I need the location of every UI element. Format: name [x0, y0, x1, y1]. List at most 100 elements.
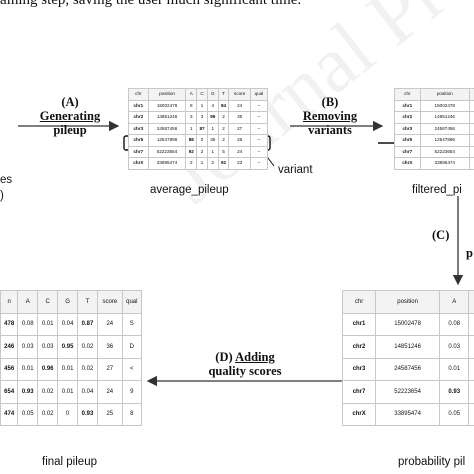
- step-b-line1: Removing: [302, 109, 358, 123]
- column-header: G: [57, 290, 79, 314]
- table-cell: 24: [96, 312, 123, 336]
- table-cell: 0.93: [77, 402, 98, 426]
- table-cell: chr5: [394, 134, 421, 147]
- table-cell: 0.03: [17, 335, 39, 359]
- table-cell: 0.96: [468, 357, 474, 381]
- table-cell: chrX: [128, 157, 149, 170]
- table-cell: 5: [217, 145, 230, 158]
- step-a-line2: pileup: [53, 123, 87, 137]
- table-cell: 24587456: [147, 122, 187, 135]
- table-cell: 1: [206, 122, 219, 135]
- table-cell: 0.87: [77, 312, 98, 336]
- column-header: qual: [249, 88, 269, 101]
- table-cell: 24: [228, 99, 251, 112]
- filtered-pileup-label: filtered_pi: [412, 184, 462, 196]
- column-header: C: [196, 88, 208, 101]
- table-cell: 474: [0, 402, 19, 426]
- table-cell: 84: [217, 99, 230, 112]
- column-header: chr: [128, 88, 149, 101]
- table-cell: 0.08: [439, 312, 470, 336]
- table-cell: 88: [468, 134, 474, 147]
- table-cell: 33895474: [375, 402, 441, 426]
- table-cell: 0.02: [37, 402, 59, 426]
- table-cell: 0.05: [17, 402, 39, 426]
- step-a-line1: Generating: [39, 109, 101, 123]
- column-header: position: [419, 88, 470, 101]
- table-cell: 15002478: [375, 312, 441, 336]
- table-cell: 2: [217, 134, 230, 147]
- table-cell: chr3: [128, 122, 149, 135]
- step-c-letter: (C): [432, 228, 450, 242]
- table-cell: 456: [0, 357, 19, 381]
- table-cell: 92: [468, 145, 474, 158]
- table-cell: 88: [185, 134, 198, 147]
- table-cell: 8: [468, 99, 474, 112]
- column-header: position: [375, 290, 441, 314]
- table-cell: 15002478: [147, 99, 187, 112]
- table-cell: 33895474: [419, 157, 470, 170]
- table-cell: –: [249, 145, 269, 158]
- table-cell: 24587456: [375, 357, 441, 381]
- column-header: T: [77, 290, 98, 314]
- column-header: T: [217, 88, 230, 101]
- caption-text: aining step, saving the user much signif…: [0, 0, 302, 8]
- column-header: chr: [394, 88, 421, 101]
- column-header: A: [17, 290, 39, 314]
- table-cell: 92: [217, 157, 230, 170]
- left-fragment-2: ): [0, 190, 4, 202]
- table-cell: 1: [196, 99, 208, 112]
- table-cell: –: [249, 157, 269, 170]
- table-cell: 3: [185, 111, 198, 124]
- table-cell: chr2: [128, 111, 149, 124]
- step-b-letter: (B): [321, 95, 339, 109]
- column-header: A: [439, 290, 470, 314]
- table-cell: 36: [206, 134, 219, 147]
- table-cell: 1: [468, 122, 474, 135]
- table-cell: 27: [228, 122, 251, 135]
- table-cell: 4: [206, 99, 219, 112]
- column-header: chr: [342, 290, 377, 314]
- table-cell: chr1: [394, 99, 421, 112]
- table-cell: 0.04: [77, 380, 98, 404]
- table-cell: 0.03: [37, 335, 59, 359]
- table-cell: <: [121, 357, 142, 381]
- table-cell: 0.02: [37, 380, 59, 404]
- table-cell: 27: [96, 357, 123, 381]
- table-cell: 87: [196, 122, 208, 135]
- table-cell: chr7: [394, 145, 421, 158]
- table-cell: 8: [121, 402, 142, 426]
- table-cell: 14851246: [147, 111, 187, 124]
- table-cell: 0.08: [17, 312, 39, 336]
- probability-pileup-label: probability pil: [398, 456, 466, 468]
- table-cell: 2: [217, 122, 230, 135]
- table-cell: 0.02: [468, 380, 474, 404]
- table-cell: chrX: [394, 157, 421, 170]
- table-cell: chr3: [342, 357, 377, 381]
- step-d-letter: (D): [215, 350, 233, 364]
- column-header: position: [147, 88, 187, 101]
- table-cell: 12547896: [419, 134, 470, 147]
- table-cell: chr3: [394, 122, 421, 135]
- table-cell: 24: [96, 380, 123, 404]
- table-cell: 2: [196, 145, 208, 158]
- step-c-label: (C): [432, 228, 458, 242]
- table-cell: 2: [206, 157, 219, 170]
